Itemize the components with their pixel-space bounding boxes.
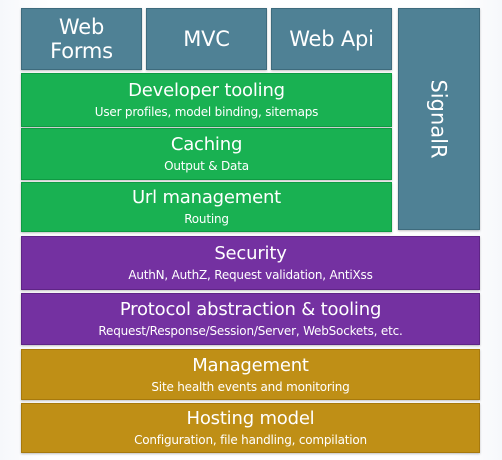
security-layer: Security AuthN, AuthZ, Request validatio… (21, 236, 480, 290)
signalr-label: SignalR (426, 79, 451, 159)
layer-subtitle: Configuration, file handling, compilatio… (134, 433, 367, 447)
layer-title: Developer tooling (128, 80, 285, 101)
layer-title: Hosting model (186, 408, 315, 429)
layer-title: Security (214, 243, 287, 264)
management-layer: Management Site health events and monito… (21, 349, 480, 400)
layer-title: Url management (131, 187, 282, 208)
layer-title: Protocol abstraction & tooling (119, 299, 382, 320)
layer-title: Caching (170, 134, 243, 155)
hosting-model-layer: Hosting model Configuration, file handli… (21, 403, 480, 453)
layer-subtitle: AuthN, AuthZ, Request validation, AntiXs… (128, 268, 373, 282)
web-forms-block: Web Forms (21, 8, 142, 70)
layer-subtitle: Request/Response/Session/Server, WebSock… (98, 324, 403, 338)
caching-layer: Caching Output & Data (21, 128, 392, 180)
developer-tooling-layer: Developer tooling User profiles, model b… (21, 73, 392, 127)
layer-subtitle: Routing (184, 212, 229, 226)
web-forms-label: Web Forms (50, 15, 113, 63)
web-api-block: Web Api (271, 8, 392, 70)
protocol-abstraction-layer: Protocol abstraction & tooling Request/R… (21, 293, 480, 345)
signalr-block: SignalR (398, 8, 480, 230)
web-api-label: Web Api (289, 27, 374, 51)
mvc-label: MVC (183, 27, 230, 51)
layer-title: Management (192, 354, 309, 376)
layer-subtitle: Output & Data (164, 159, 249, 173)
url-management-layer: Url management Routing (21, 182, 392, 232)
mvc-block: MVC (146, 8, 267, 70)
layer-subtitle: User profiles, model binding, sitemaps (94, 105, 319, 119)
layer-subtitle: Site health events and monitoring (151, 379, 350, 394)
